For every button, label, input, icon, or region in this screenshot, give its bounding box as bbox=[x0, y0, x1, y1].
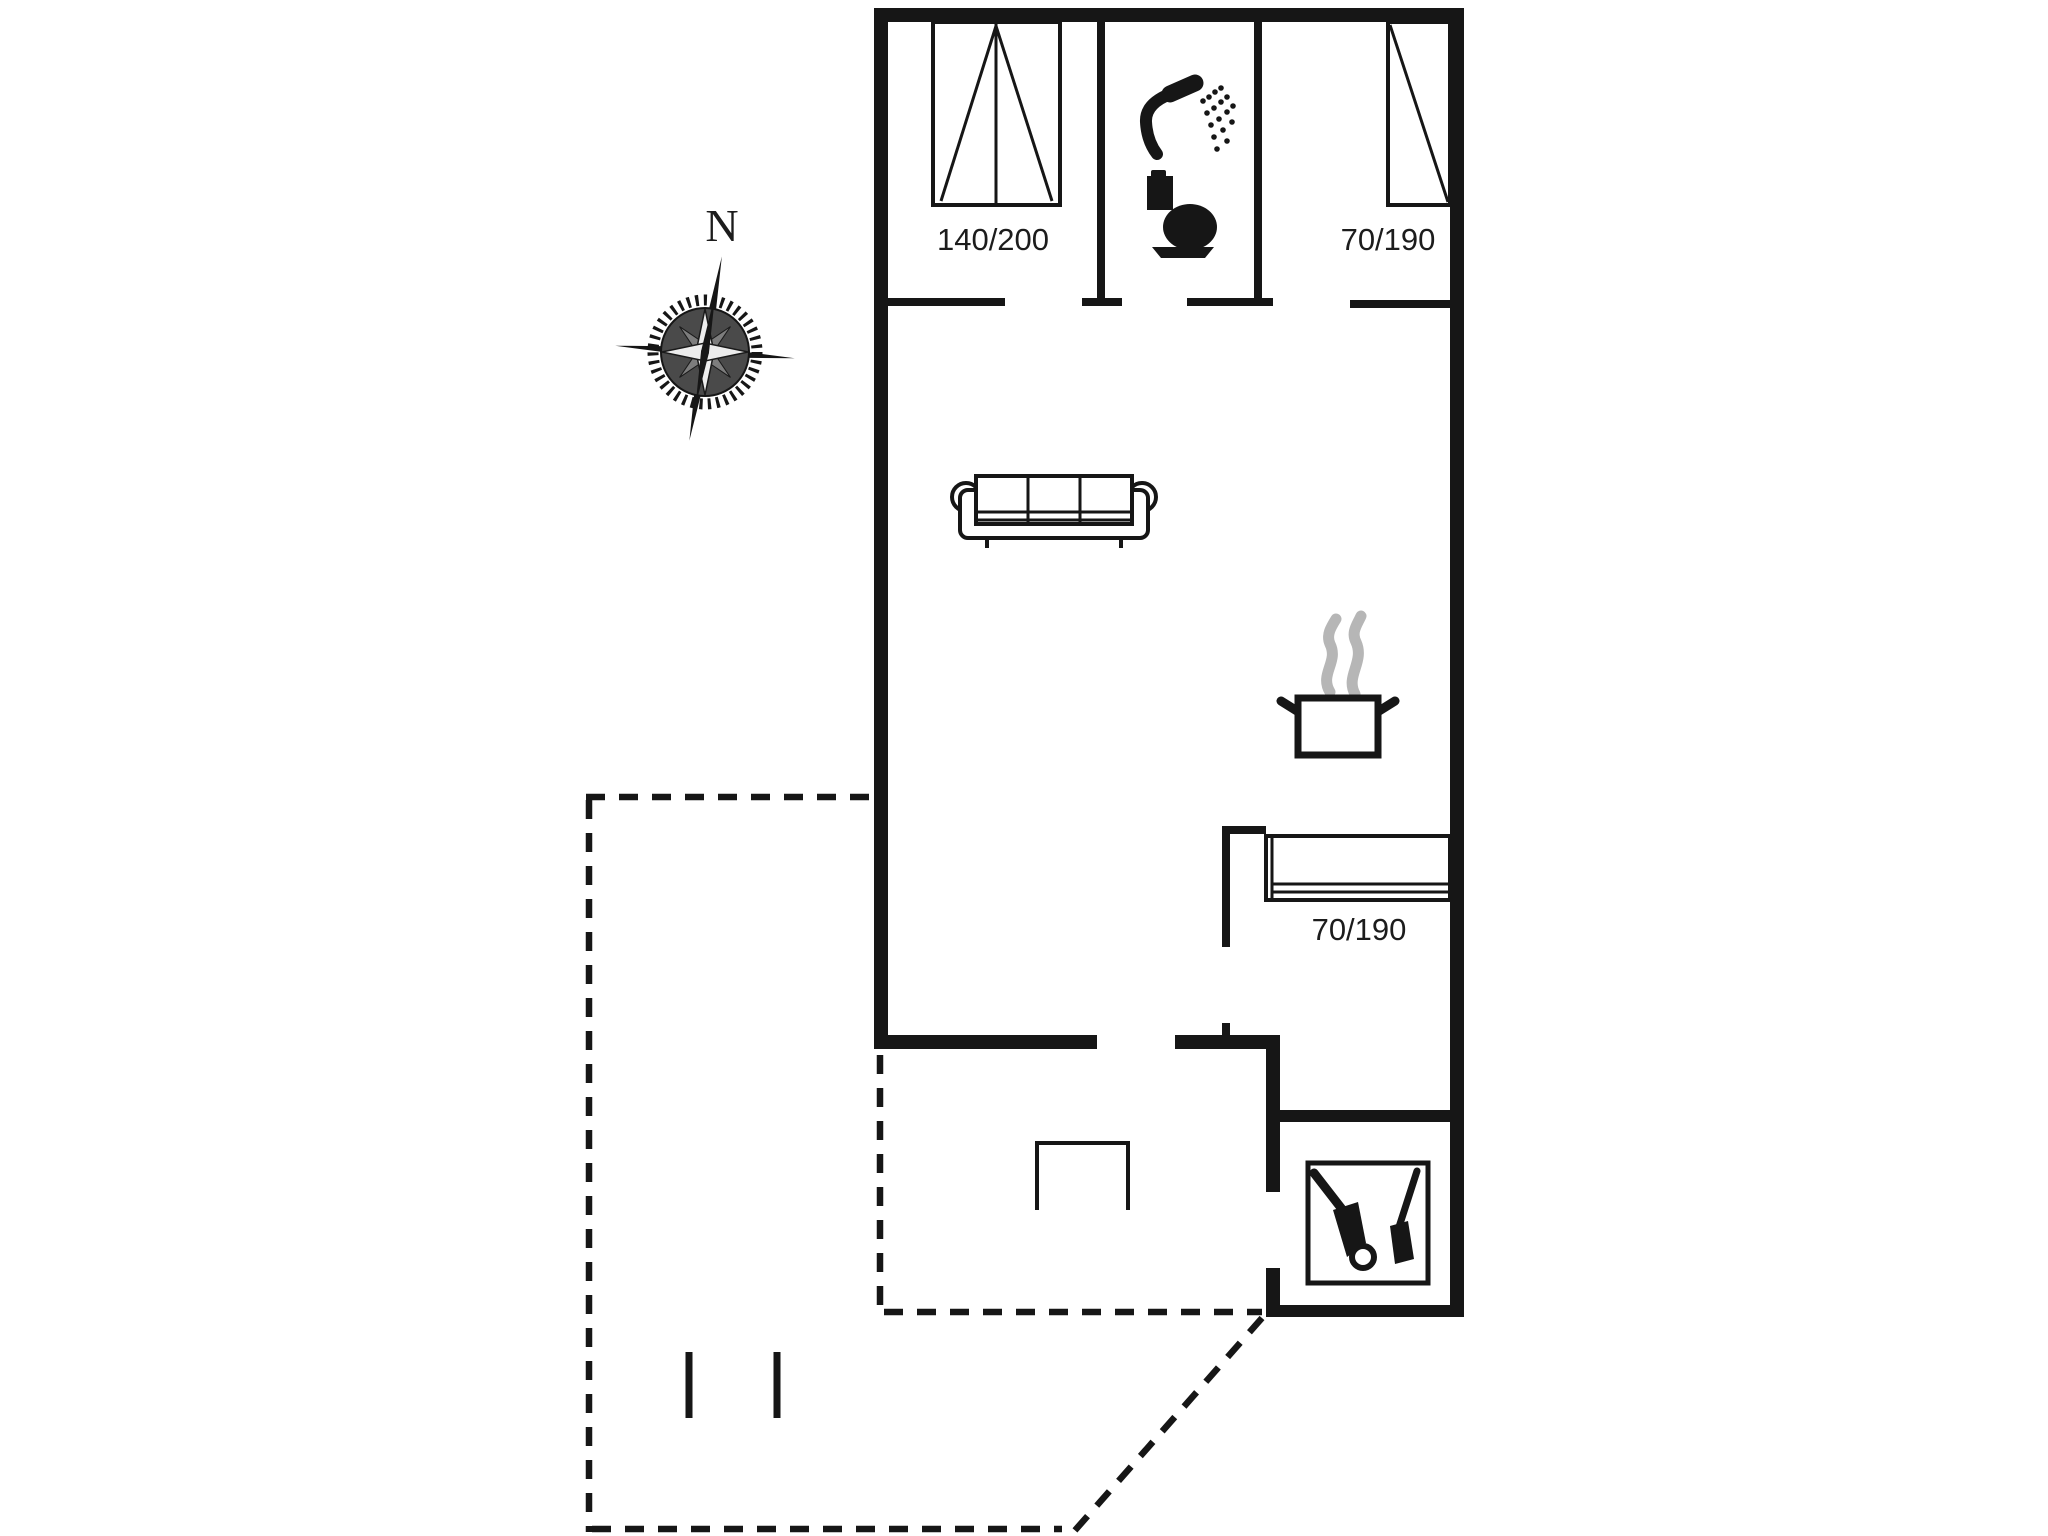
interior-walls bbox=[888, 22, 1450, 1038]
spray-dots bbox=[1200, 85, 1236, 152]
terrace-posts bbox=[685, 1352, 781, 1418]
double-bed-icon bbox=[931, 20, 1062, 207]
compass-center-dot bbox=[701, 348, 709, 356]
double-bed-label: 140/200 bbox=[937, 222, 1049, 257]
single-bed-alcove-label: 70/190 bbox=[1312, 912, 1407, 947]
wall-bottom-west bbox=[874, 1035, 1097, 1049]
cooking-pot-icon bbox=[1276, 610, 1400, 759]
wall-annex-bottom bbox=[1266, 1305, 1464, 1317]
steam-icon bbox=[1346, 610, 1367, 700]
outer-walls bbox=[874, 8, 1464, 1317]
single-bed-top-label: 70/190 bbox=[1341, 222, 1436, 257]
wall-left bbox=[874, 8, 888, 1049]
alcove-bed-icon bbox=[1264, 834, 1452, 902]
fireplace-tools-icon bbox=[1305, 1160, 1431, 1286]
steam-icon bbox=[1321, 613, 1342, 698]
single-bed-icon bbox=[1386, 20, 1452, 207]
wall-annex-left-lower bbox=[1266, 1268, 1280, 1317]
wall-annex-top bbox=[1266, 1110, 1450, 1122]
compass-toothed-ring bbox=[647, 294, 763, 410]
compass-rose-icon bbox=[615, 256, 795, 441]
toilet-icon bbox=[1147, 170, 1217, 258]
terrace-open-square bbox=[1035, 1141, 1130, 1210]
terrace-outline bbox=[585, 793, 1265, 1536]
sofa-icon bbox=[950, 474, 1158, 548]
terrace-dashed-diagonal bbox=[1067, 1315, 1265, 1536]
north-label: N bbox=[705, 200, 738, 251]
shower-icon bbox=[1140, 74, 1236, 160]
compass-needle-overlay bbox=[695, 292, 716, 407]
wall-bottom-east bbox=[1175, 1035, 1280, 1049]
wall-right bbox=[1450, 8, 1464, 1317]
wall-top bbox=[874, 8, 1464, 22]
